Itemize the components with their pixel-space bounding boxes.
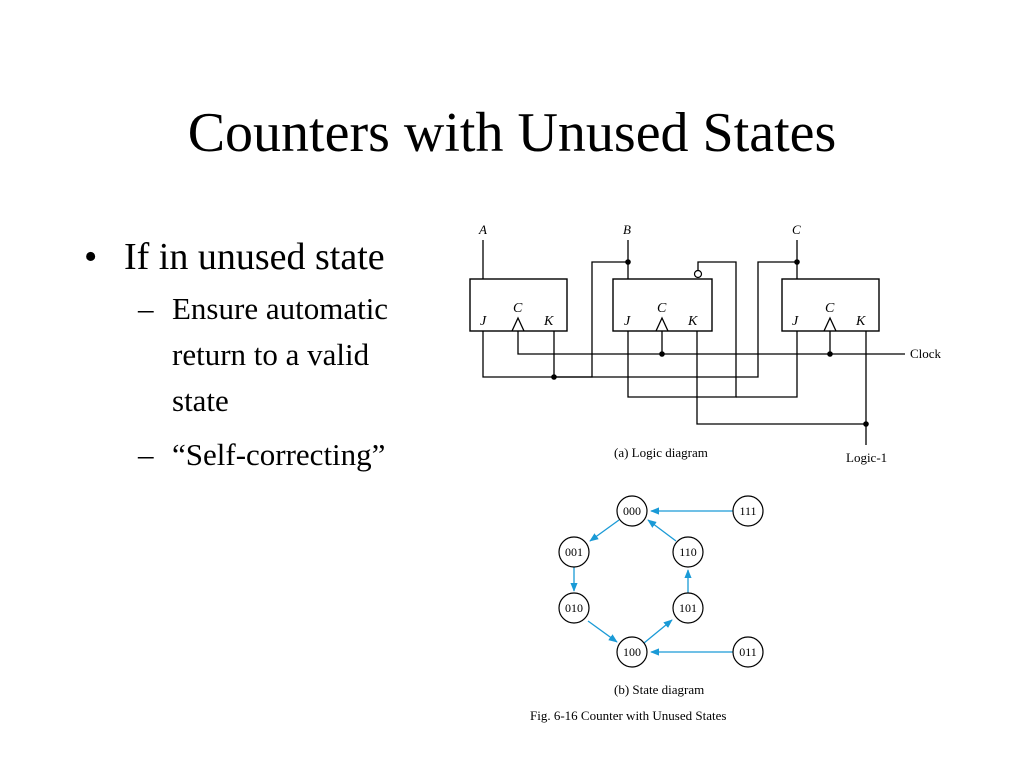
pin-k: K (687, 314, 698, 329)
output-label-b: B (623, 222, 631, 237)
slide-title: Counters with Unused States (187, 102, 837, 164)
state-label: 001 (565, 545, 583, 559)
state-label: 101 (679, 601, 697, 615)
output-label-c: C (792, 222, 801, 237)
state-100: 100 (616, 636, 648, 668)
bullet-item: • If in unused state (84, 232, 464, 282)
bullet-marker: • (84, 236, 98, 278)
state-label: 100 (623, 645, 641, 659)
state-111: 111 (732, 495, 764, 527)
sub-bullet-item: – “Self-correcting” (134, 432, 464, 478)
flip-flop-a: J C K (469, 278, 568, 332)
sub-bullet-item: – Ensure automatic return to a valid sta… (134, 286, 464, 424)
sub-bullet-text: “Self-correcting” (172, 437, 386, 472)
state-label: 111 (739, 504, 756, 518)
sub-bullet-line: Ensure automatic (172, 291, 389, 326)
pin-j: J (480, 314, 487, 329)
state-diagram: 000 001 010 100 101 110 111 011 (530, 495, 764, 723)
flip-flop-b: J C K (612, 278, 713, 332)
state-101: 101 (672, 592, 704, 624)
output-label-a: A (478, 222, 487, 237)
bullet-list: • If in unused state – Ensure automatic … (84, 232, 464, 478)
pin-c: C (825, 301, 835, 316)
transition-010-100 (587, 620, 618, 643)
state-label: 110 (679, 545, 697, 559)
pin-c: C (657, 301, 667, 316)
transition-000-001 (589, 519, 620, 542)
clock-label: Clock (910, 346, 942, 361)
pin-c: C (513, 301, 523, 316)
pin-j: J (792, 314, 799, 329)
pin-k: K (543, 314, 554, 329)
transition-110-000 (647, 519, 677, 542)
pin-k: K (855, 314, 866, 329)
bullet-text: If in unused state (124, 236, 385, 278)
logic-diagram: A B C J C K J C K J C K (469, 222, 942, 465)
state-110: 110 (672, 536, 704, 568)
state-010: 010 (558, 592, 590, 624)
figure-caption: Fig. 6-16 Counter with Unused States (530, 708, 726, 723)
dash-marker: – (138, 291, 154, 326)
caption-state-diagram: (b) State diagram (614, 682, 704, 697)
state-label: 010 (565, 601, 583, 615)
sub-bullet-line: state (172, 383, 229, 418)
state-001: 001 (558, 536, 590, 568)
logic-1-label: Logic-1 (846, 450, 887, 465)
transition-100-101 (643, 619, 673, 644)
state-000: 000 (616, 495, 648, 527)
state-label: 011 (739, 645, 757, 659)
dash-marker: – (138, 437, 154, 472)
flip-flop-c: J C K (781, 278, 880, 332)
state-label: 000 (623, 504, 641, 518)
state-011: 011 (732, 636, 764, 668)
caption-logic-diagram: (a) Logic diagram (614, 445, 708, 460)
sub-bullet-line: return to a valid (172, 337, 370, 372)
pin-j: J (624, 314, 631, 329)
